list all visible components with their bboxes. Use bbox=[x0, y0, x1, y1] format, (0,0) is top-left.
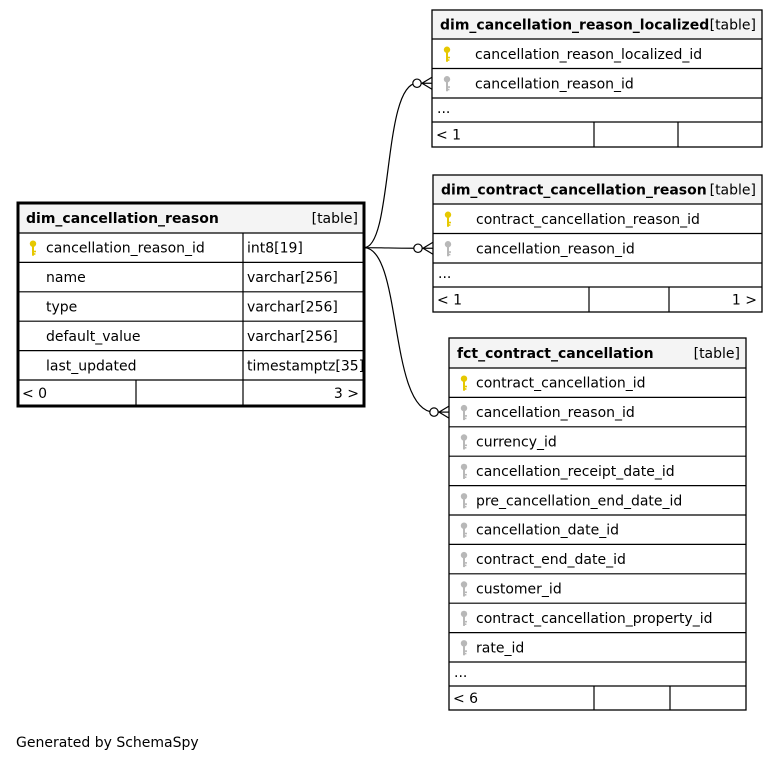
column-row[interactable]: cancellation_date_id bbox=[460, 522, 619, 539]
relationship-edge bbox=[363, 76, 433, 249]
more-columns-ellipsis: ... bbox=[438, 266, 451, 282]
table-kind: [table] bbox=[312, 211, 358, 227]
table-dim_cancellation_reason_localized[interactable]: dim_cancellation_reason_localized[table]… bbox=[431, 9, 763, 148]
table-header-bg bbox=[433, 175, 762, 204]
column-row[interactable]: customer_id bbox=[460, 581, 562, 598]
column-name: cancellation_reason_id bbox=[475, 76, 634, 92]
table-kind: [table] bbox=[710, 18, 756, 34]
column-row[interactable]: pre_cancellation_end_date_id bbox=[460, 493, 683, 509]
column-name: type bbox=[46, 300, 77, 316]
column-type: varchar[256] bbox=[247, 300, 338, 316]
optional-marker bbox=[413, 243, 423, 254]
column-row[interactable]: cancellation_reason_id int8[19] bbox=[29, 240, 303, 257]
children-count: 1 > bbox=[732, 293, 757, 309]
primary-key-icon bbox=[460, 375, 468, 391]
column-name: contract_end_date_id bbox=[476, 552, 626, 568]
foreign-key-icon bbox=[460, 434, 468, 450]
column-type: int8[19] bbox=[247, 241, 303, 257]
relationship-edge bbox=[363, 241, 434, 255]
foreign-key-icon bbox=[460, 493, 468, 509]
column-row[interactable]: cancellation_reason_id bbox=[443, 76, 634, 92]
column-name: cancellation_date_id bbox=[476, 523, 619, 539]
parents-count: < 0 bbox=[22, 386, 47, 402]
foreign-key-icon bbox=[460, 522, 468, 538]
foreign-key-icon bbox=[443, 76, 451, 92]
column-name: cancellation_receipt_date_id bbox=[476, 464, 675, 480]
table-border bbox=[431, 9, 763, 148]
table-header-bg bbox=[449, 338, 746, 368]
more-columns-ellipsis: ... bbox=[454, 665, 467, 681]
primary-key-icon bbox=[29, 240, 37, 256]
column-type: varchar[256] bbox=[247, 329, 338, 345]
table-name: dim_contract_cancellation_reason bbox=[441, 183, 707, 199]
table-name: dim_cancellation_reason_localized bbox=[440, 18, 709, 34]
relationship-edge bbox=[363, 247, 450, 419]
column-name: cancellation_reason_localized_id bbox=[475, 47, 702, 63]
parents-count: < 6 bbox=[453, 691, 478, 707]
column-row[interactable]: rate_id bbox=[460, 640, 524, 656]
table-name: dim_cancellation_reason bbox=[26, 211, 219, 227]
table-kind: [table] bbox=[694, 346, 740, 362]
table-name: fct_contract_cancellation bbox=[457, 346, 654, 362]
column-name: name bbox=[46, 270, 86, 286]
foreign-key-icon bbox=[460, 463, 468, 479]
column-row[interactable]: default_value varchar[256] bbox=[46, 329, 338, 345]
table-kind: [table] bbox=[710, 183, 756, 199]
foreign-key-icon bbox=[460, 551, 468, 568]
foreign-key-icon bbox=[444, 241, 452, 257]
primary-key-icon bbox=[444, 211, 452, 227]
children-count: 3 > bbox=[334, 386, 359, 402]
table-border bbox=[432, 174, 763, 313]
column-type: timestamptz[35] bbox=[247, 358, 364, 374]
column-name: contract_cancellation_id bbox=[476, 376, 646, 392]
table-border bbox=[16, 201, 366, 408]
column-row[interactable]: currency_id bbox=[460, 434, 557, 451]
column-name: pre_cancellation_end_date_id bbox=[476, 493, 682, 509]
table-fct_contract_cancellation[interactable]: fct_contract_cancellation [table] contract… bbox=[448, 337, 747, 711]
column-row[interactable]: cancellation_reason_id bbox=[444, 241, 635, 257]
column-row[interactable]: contract_cancellation_reason_id bbox=[444, 211, 700, 228]
table-dim_cancellation_reason[interactable]: dim_cancellation_reason [table] cancellati… bbox=[16, 201, 366, 408]
parents-count: < 1 bbox=[437, 293, 462, 309]
column-row[interactable]: cancellation_receipt_date_id bbox=[460, 463, 675, 480]
column-name: contract_cancellation_property_id bbox=[476, 611, 713, 627]
column-name: cancellation_reason_id bbox=[476, 241, 635, 257]
table-header-bg bbox=[18, 203, 364, 233]
column-row[interactable]: contract_cancellation_id bbox=[460, 375, 646, 392]
parents-count: < 1 bbox=[436, 128, 461, 144]
column-row[interactable]: name varchar[256] bbox=[46, 270, 338, 286]
table-header-bg bbox=[432, 10, 762, 39]
column-type: varchar[256] bbox=[247, 270, 338, 286]
column-row[interactable]: last_updated timestamptz[35] bbox=[46, 358, 364, 374]
foreign-key-icon bbox=[460, 404, 468, 421]
more-columns-ellipsis: ... bbox=[437, 101, 450, 117]
column-name: customer_id bbox=[476, 582, 562, 598]
column-name: rate_id bbox=[476, 640, 524, 656]
column-row[interactable]: cancellation_reason_id bbox=[460, 404, 635, 421]
foreign-key-icon bbox=[460, 610, 468, 626]
optional-marker bbox=[429, 407, 439, 417]
column-name: contract_cancellation_reason_id bbox=[476, 212, 700, 228]
table-dim_contract_cancellation_reason[interactable]: dim_contract_cancellation_reason[table] c… bbox=[432, 174, 763, 313]
column-name: cancellation_reason_id bbox=[46, 241, 205, 257]
column-row[interactable]: contract_end_date_id bbox=[460, 551, 626, 568]
foreign-key-icon bbox=[460, 640, 468, 656]
table-border bbox=[448, 337, 747, 711]
primary-key-icon bbox=[443, 46, 451, 62]
column-row[interactable]: contract_cancellation_property_id bbox=[460, 610, 713, 627]
generated-by-footer: Generated by SchemaSpy bbox=[16, 735, 199, 751]
column-name: cancellation_reason_id bbox=[476, 405, 635, 421]
column-row[interactable]: type varchar[256] bbox=[46, 300, 338, 316]
optional-marker bbox=[412, 78, 422, 89]
column-name: default_value bbox=[46, 329, 141, 345]
column-row[interactable]: cancellation_reason_localized_id bbox=[443, 46, 702, 63]
foreign-key-icon bbox=[460, 581, 468, 597]
column-name: currency_id bbox=[476, 435, 557, 451]
column-name: last_updated bbox=[46, 358, 136, 374]
